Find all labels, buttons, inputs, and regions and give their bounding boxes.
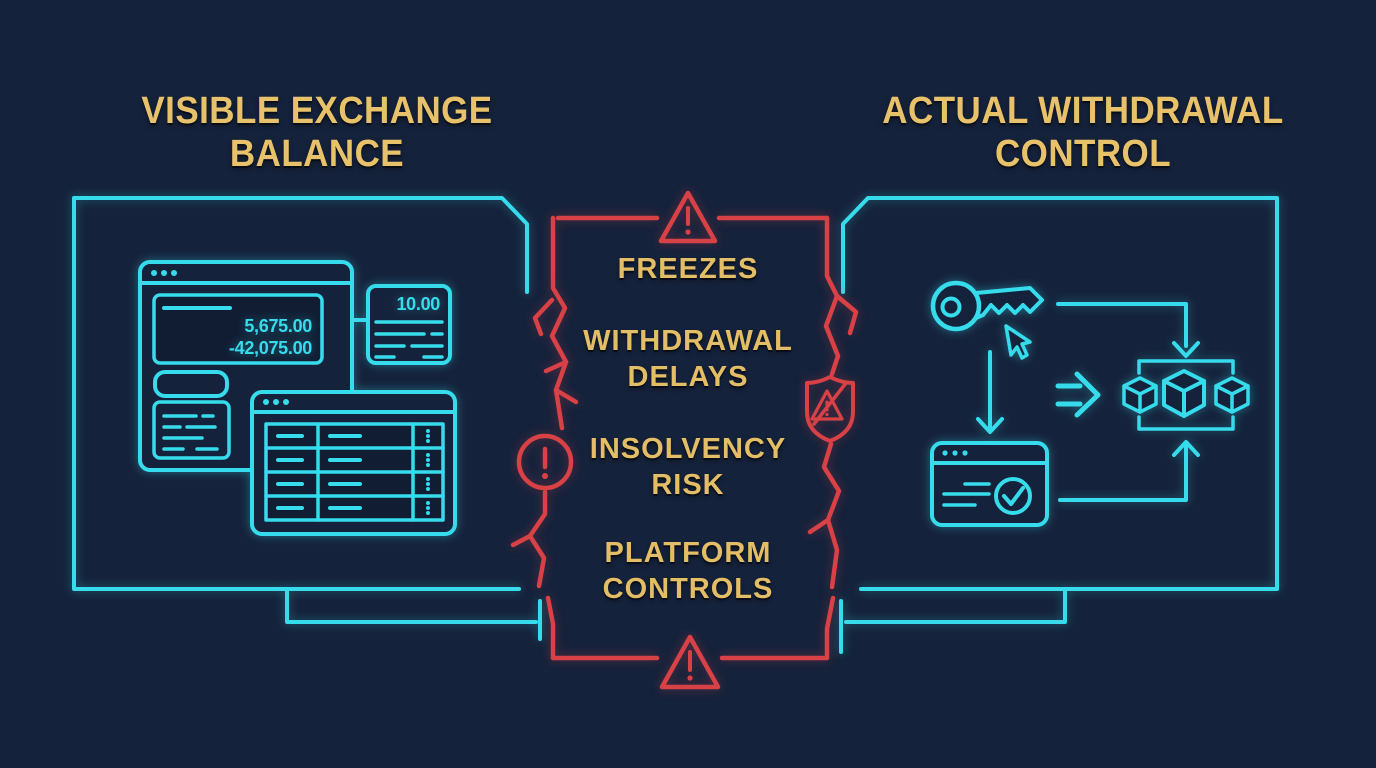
crack-line-right xyxy=(807,215,859,661)
warning-label-insolvency-risk: INSOLVENCY RISK xyxy=(538,431,838,503)
shield-slash xyxy=(812,381,848,426)
checkmark-icon xyxy=(1002,486,1025,506)
orders-table-window-icon xyxy=(250,390,457,536)
alert-circle-icon xyxy=(516,433,574,491)
right-panel-title: ACTUAL WITHDRAWAL CONTROL xyxy=(825,90,1340,176)
arrow-down-to-window xyxy=(976,350,1004,434)
right-panel-frame xyxy=(839,196,1279,654)
arrow-window-to-blocks xyxy=(1058,440,1200,502)
warning-label-withdrawal-delays: WITHDRAWAL DELAYS xyxy=(538,323,838,395)
warning-triangle-bottom-icon xyxy=(659,634,721,690)
label-line: PLATFORM xyxy=(604,537,772,569)
crack-line-left xyxy=(510,215,579,661)
blockchain-blocks-icon xyxy=(1122,359,1250,431)
fee-card-icon xyxy=(350,284,452,365)
fast-forward-icon xyxy=(1055,371,1101,418)
cube-center xyxy=(1162,369,1206,418)
left-title-line-1: VISIBLE EXCHANGE xyxy=(141,90,493,132)
label-line: WITHDRAWAL xyxy=(583,325,793,357)
notes-box xyxy=(152,400,231,460)
cursor-pointer-icon xyxy=(1004,324,1032,360)
table-row-dashes xyxy=(276,434,362,510)
right-title-line-1: ACTUAL WITHDRAWAL xyxy=(882,90,1284,132)
warning-label-platform-controls: PLATFORM CONTROLS xyxy=(538,535,838,607)
left-panel-frame xyxy=(72,196,542,641)
label-line: CONTROLS xyxy=(602,573,774,605)
right-title-line-2: CONTROL xyxy=(994,133,1172,175)
left-panel-stand xyxy=(285,587,538,624)
label-line: FREEZES xyxy=(617,253,759,285)
blocked-shield-icon xyxy=(805,375,855,443)
balance-value-1: 5,675.00 xyxy=(244,316,312,336)
table-row-menu-dots xyxy=(426,429,430,515)
balance-value-2: -42,075.00 xyxy=(229,338,312,358)
account-button xyxy=(153,370,229,398)
window-dots-icon xyxy=(263,399,289,405)
arrow-key-to-blocks xyxy=(1056,302,1200,358)
label-line: DELAYS xyxy=(627,361,749,393)
left-panel-title: VISIBLE EXCHANGE BALANCE xyxy=(59,90,574,176)
window-dots-icon xyxy=(151,270,177,276)
balance-display-panel xyxy=(152,293,324,365)
label-line: RISK xyxy=(651,469,725,501)
cube-left xyxy=(1122,376,1158,414)
window-dots-icon xyxy=(942,450,968,456)
fee-card-value: 10.00 xyxy=(396,294,440,314)
key-icon xyxy=(930,280,1044,332)
cube-right xyxy=(1214,376,1250,414)
label-line: INSOLVENCY xyxy=(589,433,787,465)
warning-label-freezes: FREEZES xyxy=(538,251,838,287)
verified-window-icon xyxy=(930,441,1049,527)
right-panel-stand xyxy=(844,587,1067,624)
check-circle-icon xyxy=(994,477,1032,515)
left-title-line-2: BALANCE xyxy=(229,133,405,175)
warning-triangle-top-icon xyxy=(658,190,718,244)
